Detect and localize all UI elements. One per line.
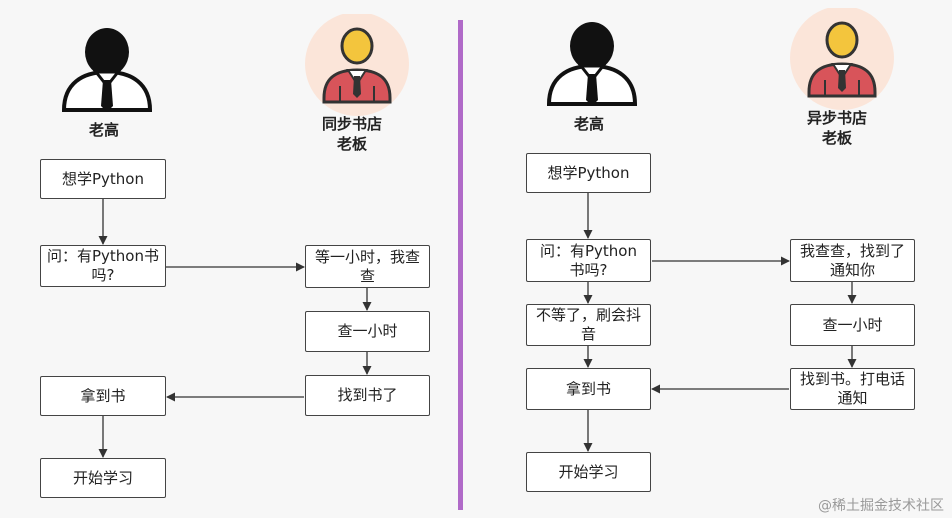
box-ask-book: 问：有Python书吗?	[526, 239, 651, 282]
right-customer-label: 老高	[573, 115, 604, 133]
box-want-python: 想学Python	[526, 153, 651, 193]
box-wait-check: 等一小时，我查查	[305, 245, 430, 288]
box-watch-douyin: 不等了，刷会抖音	[526, 304, 651, 346]
box-start-learning: 开始学习	[526, 452, 651, 492]
right-boss-label: 异步书店 老板	[806, 109, 867, 147]
watermark: @稀土掘金技术社区	[818, 498, 944, 514]
box-ask-book: 问：有Python书吗?	[40, 245, 166, 287]
left-customer-label: 老高	[88, 121, 119, 139]
box-notify-later: 我查查，找到了通知你	[790, 239, 915, 282]
box-got-book: 拿到书	[526, 368, 651, 410]
box-start-learning: 开始学习	[40, 458, 166, 498]
section-divider	[458, 20, 463, 510]
boss-person-icon	[305, 14, 409, 116]
box-check-hour: 查一小时	[790, 304, 915, 346]
box-check-hour: 查一小时	[305, 311, 430, 352]
left-boss-label: 同步书店 老板	[321, 115, 382, 153]
boss-person-icon	[790, 8, 894, 110]
box-found-book: 找到书了	[305, 375, 430, 416]
box-got-book: 拿到书	[40, 376, 166, 416]
box-want-python: 想学Python	[40, 159, 166, 199]
customer-person-icon	[62, 28, 152, 112]
box-found-call: 找到书。打电话通知	[790, 368, 915, 410]
customer-person-icon	[547, 22, 637, 106]
